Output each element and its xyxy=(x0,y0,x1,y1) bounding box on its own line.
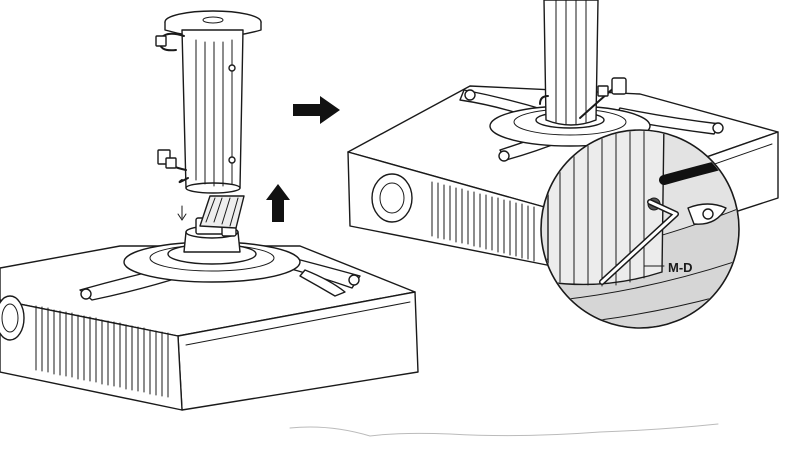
callout-label-md: M-D xyxy=(668,260,693,275)
up-arrow-icon xyxy=(266,184,290,222)
right-vents xyxy=(431,181,535,262)
left-projector xyxy=(0,195,419,411)
right-arrow-icon xyxy=(293,96,340,124)
ceiling-pole xyxy=(155,10,262,194)
left-vents xyxy=(35,305,169,398)
